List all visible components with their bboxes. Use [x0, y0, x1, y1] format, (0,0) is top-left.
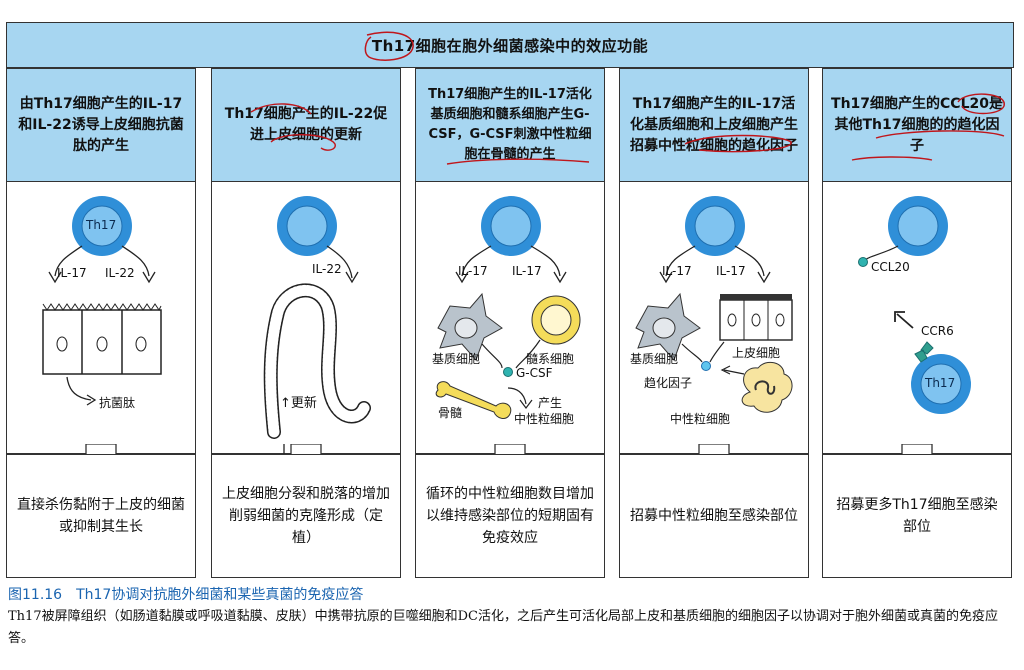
- il17-label: IL-17: [57, 266, 87, 280]
- panel-3-header: Th17细胞产生的IL-17活化基质细胞和髓系细胞产生G-CSF，G-CSF刺激…: [415, 68, 605, 182]
- panel-5-diagram: CCL20 CCR6 Th17: [822, 182, 1012, 454]
- panel-4-header: Th17细胞产生的IL-17活化基质细胞和上皮细胞产生招募中性粒细胞的趋化因子: [619, 68, 809, 182]
- il22-label: IL-22: [105, 266, 135, 280]
- panel-1-svg: [42, 196, 162, 406]
- panel-5-footer: 招募更多Th17细胞至感染部位: [822, 454, 1012, 578]
- epithelial-cell-label: 上皮细胞: [732, 346, 781, 360]
- produce-label: 产生: [538, 396, 563, 410]
- neutrophil-icon: [741, 361, 793, 413]
- panel-1-diagram: Th17 IL-17 IL-22 抗菌肽: [6, 182, 196, 454]
- ccl20-label: CCL20: [871, 260, 910, 274]
- figure-title-bar: Th17细胞在胞外细菌感染中的效应功能: [6, 22, 1014, 68]
- figure-caption-title: 图11.16 Th17协调对抗胞外细菌和某些真菌的免疫应答: [8, 587, 364, 603]
- chemokine-label: 趋化因子: [644, 376, 693, 390]
- panel-4-diagram: IL-17 IL-17 基质细胞 上皮细胞 趋化因子 中性粒细胞: [619, 182, 809, 454]
- panel-3-diagram: IL-17 IL-17 基质细胞 髓系细胞 G-CSF 骨髓 产生 中性粒细胞: [415, 182, 605, 454]
- panel-2: Th17细胞产生的IL-22促进上皮细胞的更新 IL-22 ↑更新 上皮细胞分裂…: [211, 68, 401, 578]
- th17-label: Th17: [925, 376, 956, 390]
- il17-label-right: IL-17: [512, 264, 542, 278]
- epithelium-icon: [719, 294, 793, 341]
- figure-title: Th17细胞在胞外细菌感染中的效应功能: [371, 37, 649, 55]
- panel-3-svg: [435, 196, 581, 419]
- bone-icon: [435, 381, 512, 419]
- panel-2-svg: [263, 196, 371, 454]
- panel-1-footer: 直接杀伤黏附于上皮的细菌或抑制其生长: [6, 454, 196, 578]
- panel-1: 由Th17细胞产生的IL-17和IL-22诱导上皮细胞抗菌肽的产生 Th17 I…: [6, 68, 196, 578]
- il17-label-left: IL-17: [662, 264, 692, 278]
- panel-4: Th17细胞产生的IL-17活化基质细胞和上皮细胞产生招募中性粒细胞的趋化因子: [619, 68, 809, 578]
- panel-1-header: 由Th17细胞产生的IL-17和IL-22诱导上皮细胞抗菌肽的产生: [6, 68, 196, 182]
- panel-3: Th17细胞产生的IL-17活化基质细胞和髓系细胞产生G-CSF，G-CSF刺激…: [415, 68, 605, 578]
- panel-2-header: Th17细胞产生的IL-22促进上皮细胞的更新: [211, 68, 401, 182]
- antimicrobial-peptide-label: 抗菌肽: [99, 396, 136, 410]
- panel-4-footer: 招募中性粒细胞至感染部位: [619, 454, 809, 578]
- panel-2-footer: 上皮细胞分裂和脱落的增加削弱细菌的克隆形成（定植）: [211, 454, 401, 578]
- myeloid-cell-label: 髓系细胞: [526, 352, 575, 366]
- figure-caption-body: Th17被屏障组织（如肠道黏膜或呼吸道黏膜、皮肤）中携带抗原的巨噬细胞和DC活化…: [8, 609, 998, 646]
- panel-3-footer: 循环的中性粒细胞数目增加以维持感染部位的短期固有免疫效应: [415, 454, 605, 578]
- gcsf-label: G-CSF: [516, 366, 553, 380]
- il17-label-right: IL-17: [716, 264, 746, 278]
- bone-marrow-label: 骨髓: [438, 406, 463, 420]
- panel-4-svg: [635, 196, 793, 413]
- stromal-cell-label: 基质细胞: [630, 352, 679, 366]
- ccr6-receptor-icon: [914, 341, 934, 363]
- neutrophil-label: 中性粒细胞: [514, 412, 575, 426]
- gcsf-dot: [503, 367, 513, 377]
- il22-label: IL-22: [312, 262, 342, 276]
- ccr6-label: CCR6: [921, 324, 954, 338]
- panel-5: Th17细胞产生的CCL20是其他Th17细胞的的趋化因子 CCL20 CCR6…: [822, 68, 1012, 578]
- chemokine-dot: [701, 361, 711, 371]
- panel-5-svg: [858, 196, 971, 414]
- ccl20-dot: [858, 257, 868, 267]
- stromal-cell-label: 基质细胞: [432, 352, 481, 366]
- epithelium-icon: [42, 303, 162, 375]
- th17-label: Th17: [86, 218, 117, 232]
- panel-2-diagram: IL-22 ↑更新: [211, 182, 401, 454]
- il17-label-left: IL-17: [458, 264, 488, 278]
- renewal-label: ↑更新: [280, 396, 317, 411]
- panel-5-header: Th17细胞产生的CCL20是其他Th17细胞的的趋化因子: [822, 68, 1012, 182]
- neutrophil-label: 中性粒细胞: [670, 412, 731, 426]
